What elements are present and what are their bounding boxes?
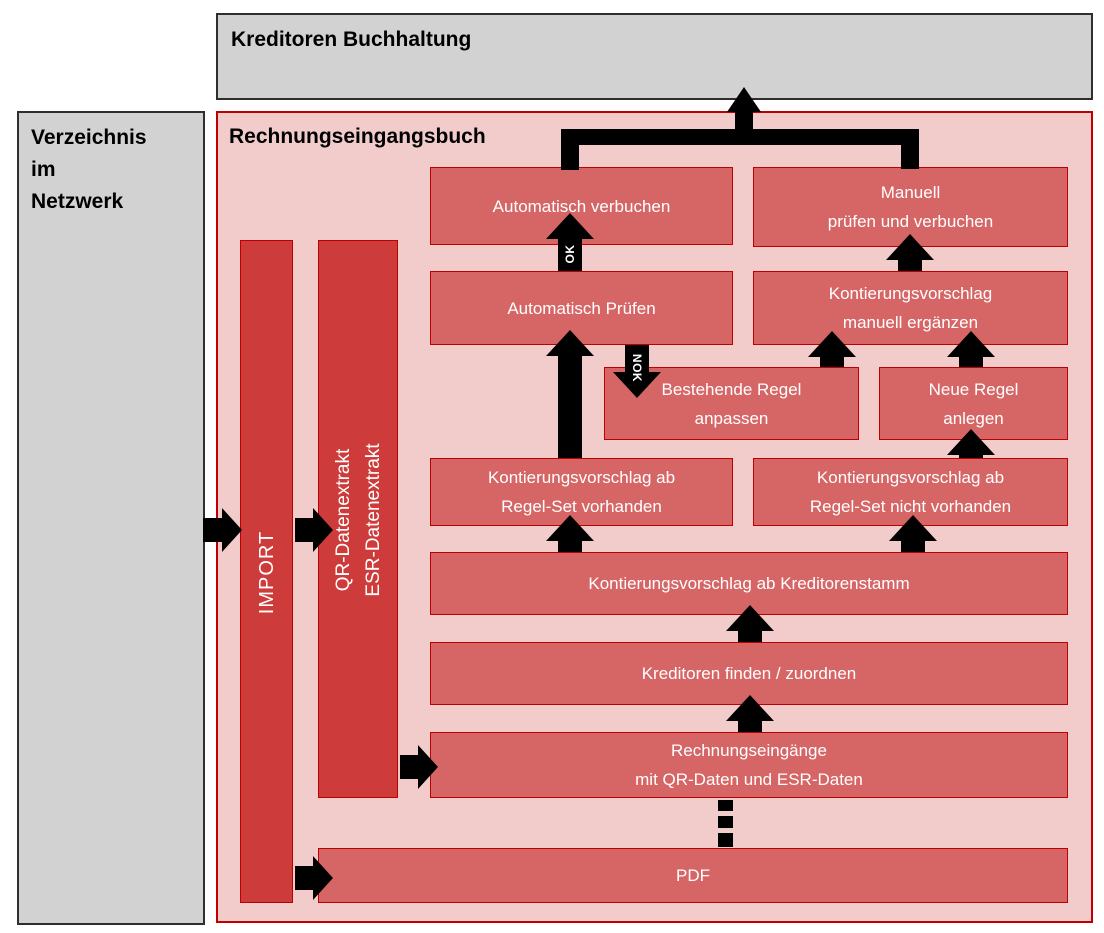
node-kontierungsvorschlag-regelset-vorhanden: Kontierungsvorschlag ab Regel-Set vorhan… [430, 458, 733, 526]
node-datenextrakt: QR-Datenextrakt ESR-Datenextrakt [318, 240, 398, 798]
panel-verzeichnis-im-netzwerk: Verzeichnis im Netzwerk [17, 111, 205, 925]
node-pdf: PDF [318, 848, 1068, 903]
node-rechnungseingaenge: Rechnungseingänge mit QR-Daten und ESR-D… [430, 732, 1068, 798]
panel-title-verzeichnis-im-netzwerk: Verzeichnis im Netzwerk [31, 126, 147, 213]
arrow-label-nok: NOK [630, 353, 644, 383]
node-automatisch-pruefen: Automatisch Prüfen [430, 271, 733, 345]
node-import: IMPORT [240, 240, 293, 903]
node-neue-regel-anlegen: Neue Regel anlegen [879, 367, 1068, 440]
arrow-label-ok: OK [563, 244, 577, 264]
node-kontierungsvorschlag-manuell-ergaenzen: Kontierungsvorschlag manuell ergänzen [753, 271, 1068, 345]
node-kreditoren-finden-zuordnen: Kreditoren finden / zuordnen [430, 642, 1068, 705]
node-datenextrakt-label: QR-Datenextrakt ESR-Datenextrakt [333, 443, 384, 597]
panel-title-rechnungseingangsbuch: Rechnungseingangsbuch [229, 125, 486, 148]
node-kontierungsvorschlag-regelset-nicht-vorhanden: Kontierungsvorschlag ab Regel-Set nicht … [753, 458, 1068, 526]
node-import-label: IMPORT [256, 530, 278, 615]
node-manuell-pruefen-verbuchen: Manuell prüfen und verbuchen [753, 167, 1068, 247]
panel-kreditoren-buchhaltung: Kreditoren Buchhaltung [216, 13, 1093, 100]
panel-title-kreditoren-buchhaltung: Kreditoren Buchhaltung [231, 28, 472, 51]
node-kontierungsvorschlag-kreditorenstamm: Kontierungsvorschlag ab Kreditorenstamm [430, 552, 1068, 615]
